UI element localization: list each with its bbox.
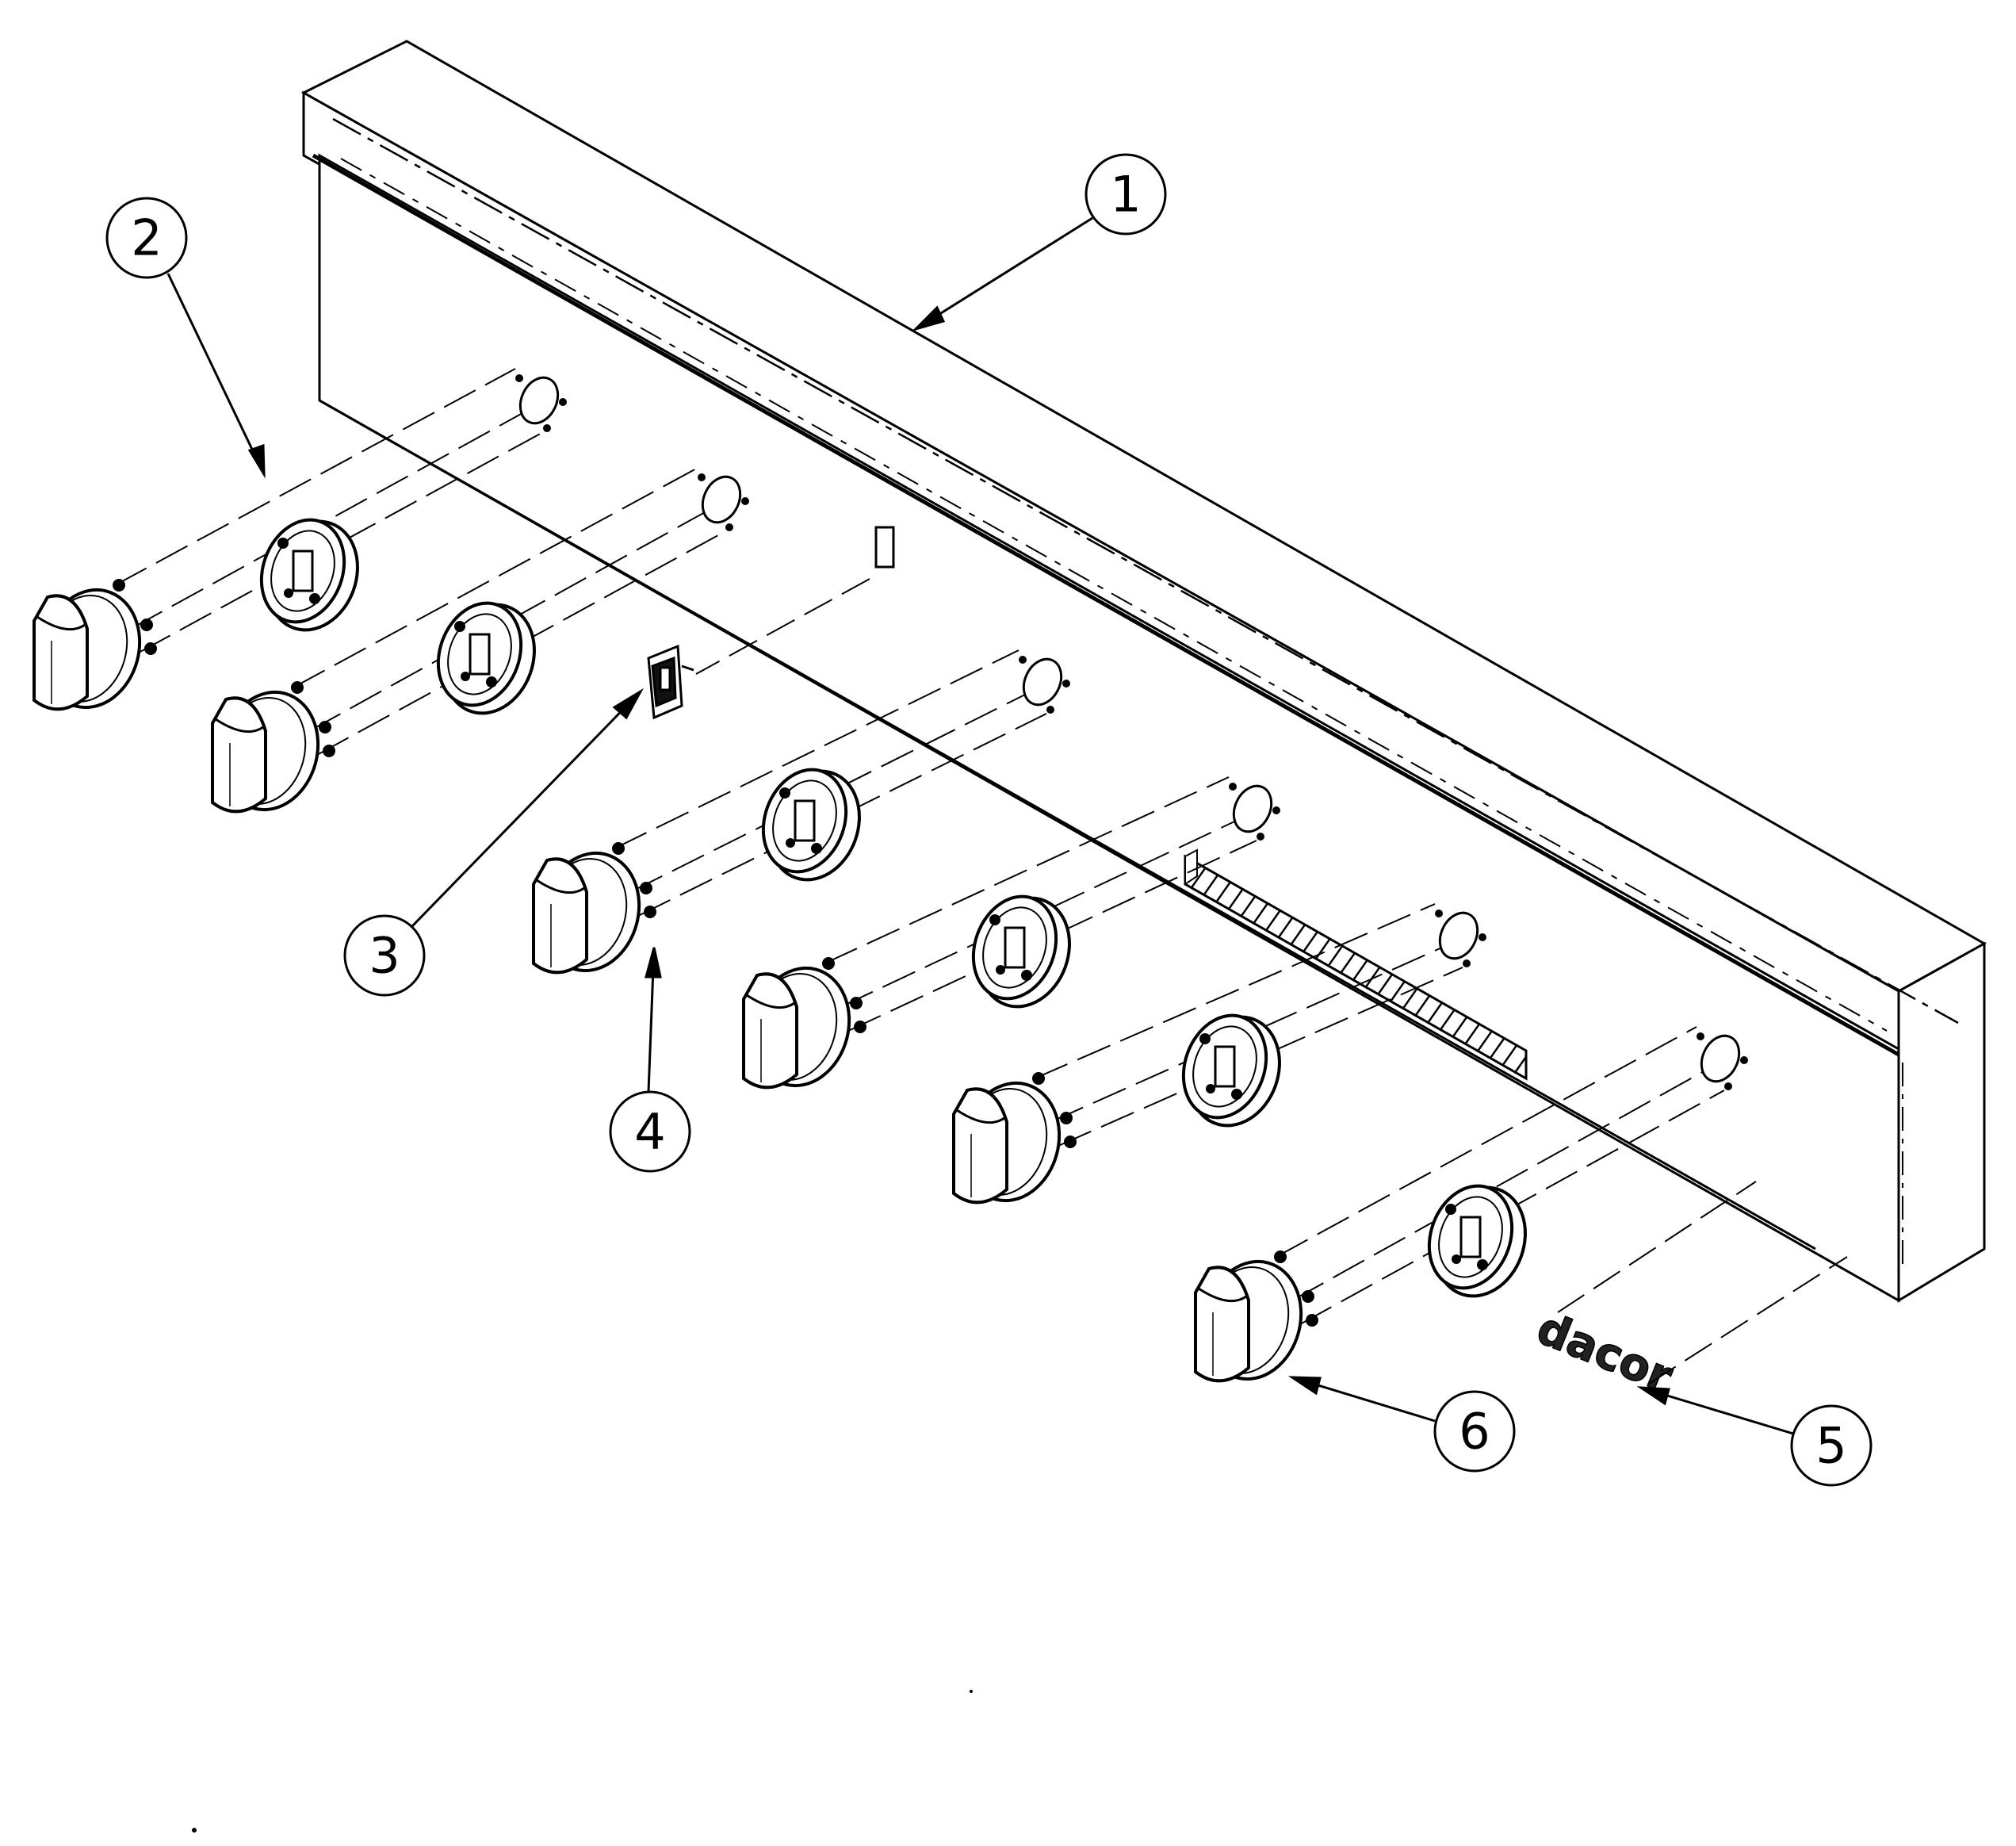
speck [192,1828,197,1833]
callout-1: 1 [911,153,1167,332]
mounting-screw [640,882,652,894]
panel-hole [1438,911,1479,960]
knob-bezel [436,601,536,715]
knob-bezel [259,518,359,632]
burner-knob-assembly [33,368,567,711]
mounting-screw [1274,1250,1287,1263]
mounting-screw [140,619,153,631]
screw-hole [1740,1056,1748,1064]
control-panel-body [300,40,1987,1303]
burner-knob-assembly [952,903,1486,1204]
screw-hole [1463,959,1471,967]
callout-6-label: 6 [1459,1403,1490,1461]
callout-3-label: 3 [369,927,400,985]
screw-hole [559,398,567,406]
callout-6: 6 [1287,1376,1516,1473]
callout-3: 3 [343,687,644,997]
mounting-screw [1306,1314,1318,1327]
control-knob [952,1081,1062,1204]
screw-hole [1046,706,1054,714]
control-knob [532,851,641,975]
burner-knob-assembly [742,776,1280,1090]
mounting-screw [144,642,157,655]
burner-knob-assembly [211,467,749,814]
panel-hole [701,475,742,524]
mounting-screw [854,1021,866,1033]
screw-hole [1697,1032,1704,1040]
panel-hole [1700,1034,1741,1083]
mounting-screw [1064,1136,1077,1148]
callout-4-label: 4 [634,1103,665,1161]
screw-hole [1019,656,1027,664]
screw-hole [1479,933,1486,941]
panel-hole [1022,657,1063,707]
screw-hole [1724,1082,1732,1090]
mounting-screw [291,681,304,694]
screw-hole [1272,806,1280,814]
mounting-screw [644,906,656,918]
screw-hole [1257,833,1264,841]
speck [970,1690,973,1693]
panel-hole [1232,784,1273,833]
mounting-screw [323,745,335,757]
screw-hole [515,374,523,382]
callout-1-label: 1 [1110,166,1141,224]
control-knob [742,966,851,1090]
vent-grille [1184,848,1528,1081]
mounting-screw [1060,1112,1073,1124]
knob-bezel [761,768,861,882]
callout-2-label: 2 [131,209,162,267]
screw-hole [1435,910,1443,917]
knob-bezel [1181,1013,1281,1128]
mounting-screw [319,721,331,733]
mounting-screw [1032,1072,1045,1085]
mounting-screw [850,997,863,1009]
callout-5: 5 [1636,1386,1873,1487]
screw-hole [1062,680,1070,687]
callout-2: 2 [105,197,266,479]
screw-hole [1229,783,1237,791]
callout-5-label: 5 [1815,1417,1846,1475]
callout-4: 4 [609,947,691,1173]
mounting-screw [822,957,835,970]
control-knob [211,690,320,814]
rocker-switch [647,526,895,720]
screw-hole [725,523,733,531]
knob-bezel [971,894,1071,1009]
mounting-screw [612,842,625,855]
control-knob [33,588,142,711]
panel-hole [518,376,560,425]
control-knob [1194,1259,1303,1383]
mounting-screw [1302,1290,1314,1303]
burner-knob-assembly [532,649,1070,975]
burner-knob-assembly [1194,1026,1748,1383]
screw-hole [741,497,749,505]
screw-hole [698,473,706,481]
knob-bezel [1427,1184,1527,1298]
screw-hole [543,424,551,432]
mounting-screw [113,579,125,592]
